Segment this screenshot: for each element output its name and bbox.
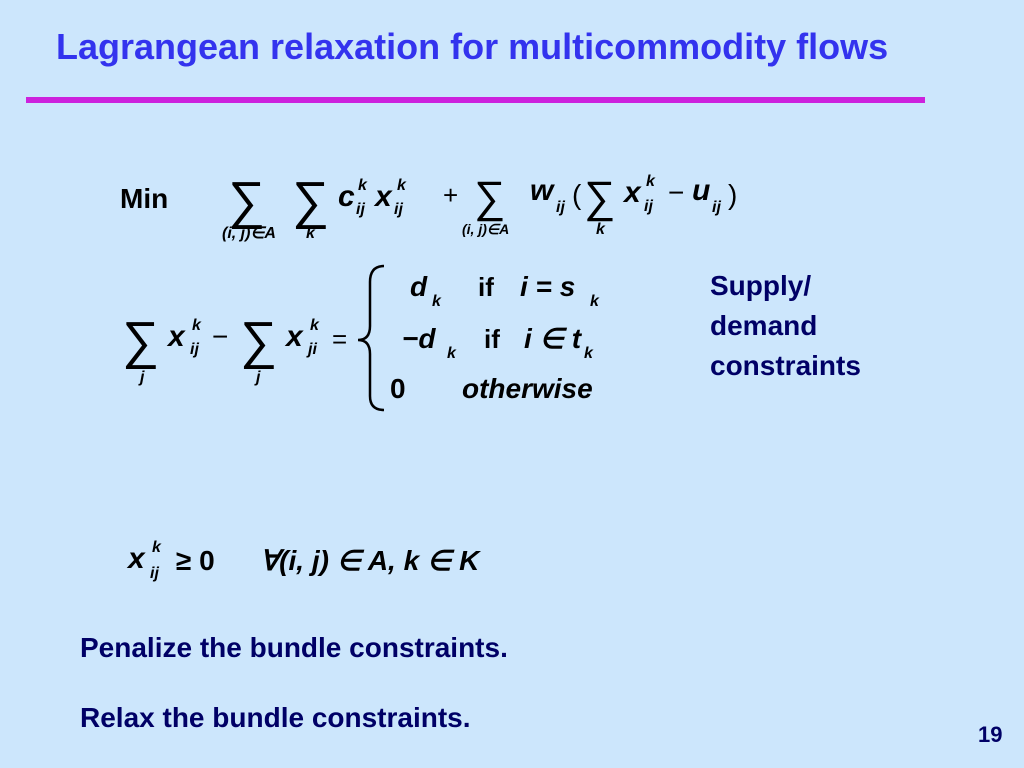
minus-operator: −: [668, 177, 684, 208]
subscript: k: [432, 293, 442, 310]
sum-index: j: [138, 369, 145, 386]
title-underline: [26, 97, 925, 103]
subscript: k: [590, 293, 600, 310]
sum-index: k: [306, 225, 316, 242]
sum-symbol: ∑: [122, 312, 159, 370]
cost-symbol: c: [338, 180, 355, 213]
statement-relax: Relax the bundle constraints.: [80, 702, 471, 733]
superscript: k: [152, 539, 162, 556]
case-if: if: [478, 272, 494, 302]
sum-index: (i, j)∈A: [462, 221, 509, 237]
page-number: 19: [978, 722, 1003, 747]
left-brace: [357, 264, 385, 412]
statement-penalize: Penalize the bundle constraints.: [80, 632, 508, 663]
case-condition: i = s: [520, 271, 575, 302]
flow-variable: x: [284, 320, 304, 353]
forall-clause: ∀(i, j) ∈ A, k ∈ K: [260, 545, 481, 576]
superscript: k: [646, 173, 656, 190]
sum-index: k: [596, 221, 606, 238]
flow-variable: x: [373, 180, 393, 213]
superscript: k: [310, 317, 320, 334]
flow-variable: x: [622, 176, 642, 209]
nonnegativity-relation: ≥ 0: [176, 545, 215, 576]
superscript: k: [397, 177, 407, 194]
case-condition: otherwise: [462, 373, 593, 404]
minus-operator: −: [212, 321, 228, 352]
flow-variable: x: [126, 542, 146, 575]
case-value: d: [410, 271, 428, 302]
sum-index: j: [254, 369, 261, 386]
equals-operator: =: [332, 324, 347, 354]
sum-symbol: ∑: [240, 312, 277, 370]
case-value: 0: [390, 373, 406, 404]
slide-title: Lagrangean relaxation for multicommodity…: [56, 26, 889, 67]
subscript: ij: [356, 201, 365, 218]
weight-symbol: w: [530, 174, 555, 207]
sum-symbol: ∑: [292, 172, 329, 230]
close-paren: ): [728, 179, 737, 210]
open-paren: (: [572, 179, 582, 210]
subscript: ji: [306, 341, 317, 358]
subscript: ij: [556, 199, 565, 216]
note-line: demand: [710, 310, 818, 341]
subscript: ij: [150, 565, 159, 582]
subscript: ij: [394, 201, 403, 218]
flow-variable: x: [166, 320, 186, 353]
superscript: k: [192, 317, 202, 334]
subscript: ij: [644, 198, 653, 215]
min-label: Min: [120, 183, 168, 214]
case-value: −d: [402, 323, 436, 354]
superscript: k: [358, 177, 368, 194]
subscript: ij: [712, 199, 721, 216]
sum-symbol: ∑: [228, 172, 265, 230]
supply-demand-note: Supply/ demand constraints: [710, 266, 861, 386]
case-condition: i ∈ t: [524, 323, 583, 354]
capacity-symbol: u: [692, 174, 710, 207]
sum-symbol: ∑: [584, 173, 615, 222]
subscript: k: [447, 345, 457, 362]
sum-index: (i, j)∈A: [222, 225, 276, 242]
sum-symbol: ∑: [474, 173, 505, 222]
subscript: ij: [190, 341, 199, 358]
plus-operator: +: [443, 180, 458, 210]
case-if: if: [484, 324, 500, 354]
note-line: constraints: [710, 350, 861, 381]
subscript: k: [584, 345, 594, 362]
note-line: Supply/: [710, 270, 812, 301]
